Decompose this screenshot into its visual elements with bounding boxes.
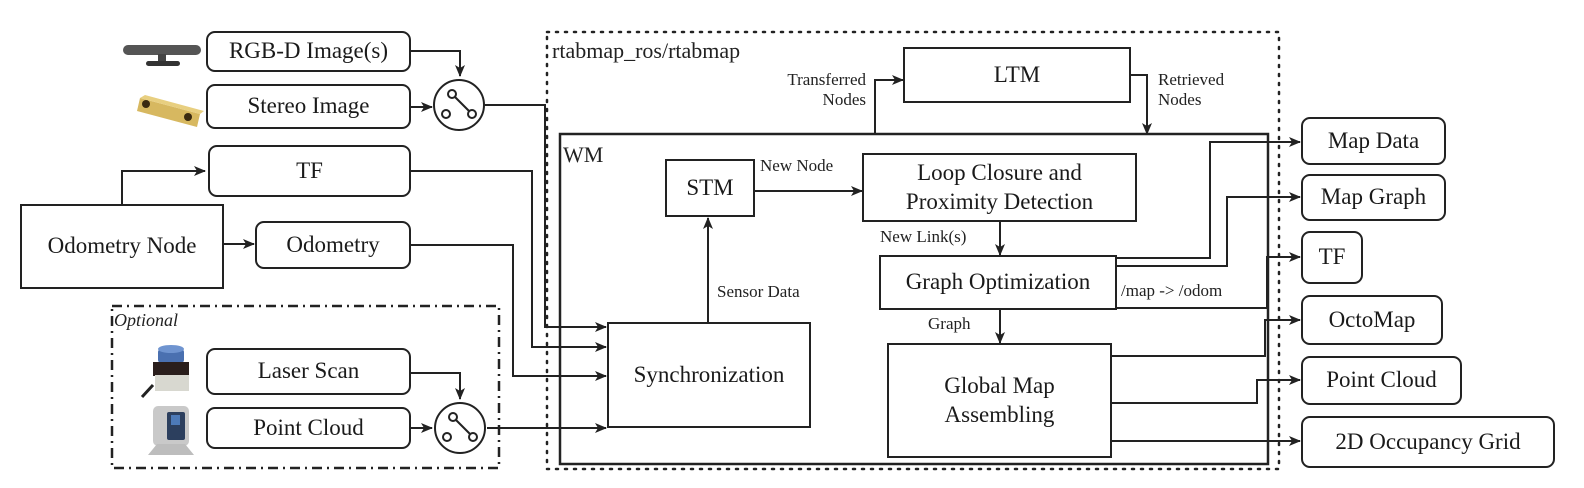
switch-icon <box>434 402 486 454</box>
new-node-label: New Node <box>760 156 834 175</box>
wire-laser-switch <box>410 372 465 400</box>
loop-closure-line2: Proximity Detection <box>905 188 1094 214</box>
wire-image-sync <box>485 104 607 332</box>
point-cloud-output-box: Point Cloud <box>1301 356 1462 405</box>
wire-octomap <box>1110 315 1301 357</box>
wire-tf-out <box>1116 252 1301 309</box>
wire-tf-sync <box>410 170 607 352</box>
graph-optimization-label: Graph Optimization <box>905 269 1091 295</box>
wire-ltm-wm <box>1130 74 1152 135</box>
sensor-data-label: Sensor Data <box>717 282 800 301</box>
wire-odomnode-tf <box>121 166 206 204</box>
stm-label: STM <box>686 174 734 200</box>
laser-scanner-icon <box>140 345 189 399</box>
map-graph-label: Map Graph <box>1320 184 1427 210</box>
rtabmap-node-title: rtabmap_ros/rtabmap <box>552 38 741 63</box>
wire-pointcloud-out <box>1110 375 1301 404</box>
map-data-label: Map Data <box>1327 127 1420 153</box>
transferred-nodes-label: Transferred Nodes <box>756 70 866 111</box>
octomap-label: OctoMap <box>1328 306 1416 332</box>
occupancy-grid-label: 2D Occupancy Grid <box>1335 428 1521 454</box>
synchronization-box: Synchronization <box>607 322 811 428</box>
retrieved-label-line1: Retrieved <box>1158 70 1225 89</box>
transferred-label-line1: Transferred <box>787 70 866 89</box>
synchronization-label: Synchronization <box>633 361 785 387</box>
stereo-image-box: Stereo Image <box>206 84 411 129</box>
laser-scan-box: Laser Scan <box>206 348 411 395</box>
switch-icon <box>433 79 485 131</box>
loop-closure-box: Loop Closure and Proximity Detection <box>862 153 1137 222</box>
tf-output-label: TF <box>1318 244 1346 270</box>
map-graph-output-box: Map Graph <box>1301 174 1446 221</box>
wire-rgbd-switch <box>410 50 465 77</box>
optional-label: Optional <box>114 310 179 330</box>
ltm-label: LTM <box>993 61 1041 87</box>
laser-scan-label: Laser Scan <box>257 358 360 384</box>
retrieved-nodes-label: Retrieved Nodes <box>1158 70 1224 111</box>
tf-input-label: TF <box>296 157 323 183</box>
wire-wm-ltm <box>874 75 904 134</box>
stm-box: STM <box>665 159 755 217</box>
rgbd-camera-icon <box>123 45 201 66</box>
odometry-node-label: Odometry Node <box>47 233 197 259</box>
wire-odom-sync <box>410 244 607 381</box>
depth-sensor-icon <box>148 406 194 455</box>
point-cloud-output-label: Point Cloud <box>1326 367 1437 393</box>
ltm-box: LTM <box>903 47 1131 103</box>
odometry-node-box: Odometry Node <box>20 204 224 289</box>
wm-label: WM <box>563 142 604 167</box>
map-odom-label: /map -> /odom <box>1121 281 1223 300</box>
optional-region <box>110 304 501 470</box>
point-cloud-input-label: Point Cloud <box>253 414 364 440</box>
tf-output-box: TF <box>1301 231 1363 284</box>
stereo-image-label: Stereo Image <box>247 93 370 119</box>
point-cloud-input-box: Point Cloud <box>206 407 411 449</box>
stereo-camera-icon <box>137 95 204 127</box>
wire-map-data <box>1116 137 1301 259</box>
wire-map-graph <box>1116 192 1301 267</box>
global-map-box: Global Map Assembling <box>887 343 1112 458</box>
occupancy-grid-output-box: 2D Occupancy Grid <box>1301 416 1555 468</box>
rgbd-image-box: RGB-D Image(s) <box>206 31 411 72</box>
rgbd-image-label: RGB-D Image(s) <box>228 38 389 64</box>
tf-input-box: TF <box>208 145 411 197</box>
octomap-output-box: OctoMap <box>1301 295 1443 345</box>
global-map-line1: Global Map <box>944 372 1055 398</box>
global-map-line2: Assembling <box>944 401 1055 427</box>
loop-closure-line1: Loop Closure and <box>917 159 1082 185</box>
graph-label: Graph <box>928 314 971 333</box>
odometry-box: Odometry <box>255 221 411 269</box>
odometry-label: Odometry <box>286 231 380 257</box>
transferred-label-line2: Nodes <box>822 90 866 110</box>
new-links-label: New Link(s) <box>880 227 967 246</box>
graph-optimization-box: Graph Optimization <box>879 255 1117 310</box>
retrieved-label-line2: Nodes <box>1158 90 1202 110</box>
map-data-output-box: Map Data <box>1301 117 1446 165</box>
